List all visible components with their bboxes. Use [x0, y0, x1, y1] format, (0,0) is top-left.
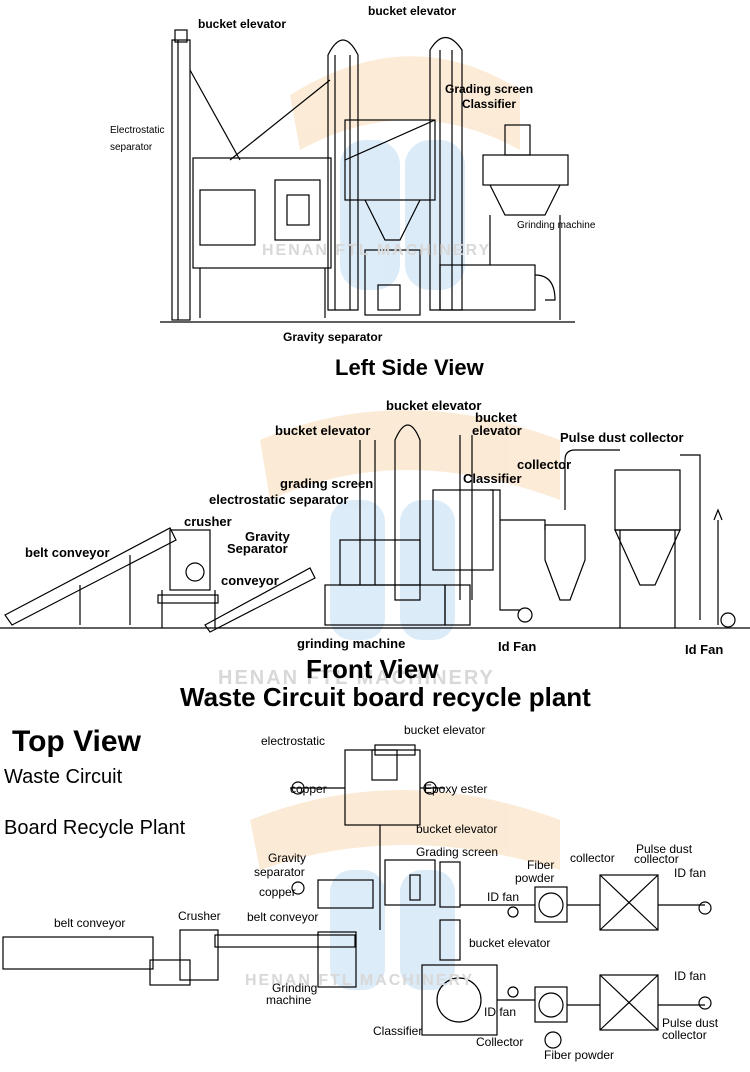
label-pulse-dust: Pulse dust [636, 842, 693, 856]
bucket-elevator-shape [171, 39, 191, 321]
label-epoxy-ester: Epoxy ester [424, 782, 488, 796]
label-id-fan: Id Fan [498, 639, 537, 654]
label-electrostatic: Electrostatic [110, 125, 165, 136]
label-gravity-separator: Gravity separator [283, 330, 383, 344]
cyclone-collector-shape [544, 524, 586, 601]
label-gravity: Gravity [268, 851, 307, 865]
label-fiber-powder: Fiber powder [544, 1048, 615, 1062]
grading-screen-shape [384, 859, 436, 906]
label-gravity: Gravity [245, 529, 290, 544]
front-view-subtitle: Waste Circuit board recycle plant [180, 682, 591, 712]
label-id-fan: Id Fan [685, 642, 724, 657]
label-crusher: crusher [184, 514, 232, 529]
label-collector: collector [517, 457, 572, 472]
label-fiber: Fiber [527, 858, 555, 872]
label-bucket: bucket [475, 410, 517, 425]
label-pulse-dust: Pulse dust [662, 1016, 719, 1030]
label-id-fan: ID fan [487, 890, 520, 904]
label-powder: powder [515, 871, 555, 885]
front-view-drawing [0, 424, 750, 633]
label-collector: collector [662, 1028, 707, 1042]
pulse-dust-collector-shape [614, 469, 681, 531]
label-separator: separator [110, 142, 153, 153]
belt-conveyor-shape [4, 527, 177, 626]
electrostatic-separator-shape [192, 157, 332, 269]
top-view-subtitle-2: Board Recycle Plant [4, 817, 186, 839]
crusher-shape [169, 529, 211, 591]
label-bucket-elevator-left: bucket elevator [275, 423, 371, 438]
watermark: HENAN FTL MACHINERY [262, 242, 492, 259]
background-logo [250, 56, 560, 990]
pulse-dust-collector-top-1 [599, 874, 659, 931]
label-id-fan: ID fan [674, 969, 707, 983]
label-classifier: Classifier [463, 471, 522, 486]
top-view-drawing [2, 744, 712, 1049]
front-view-title: Front View [306, 654, 439, 684]
label-crusher: Crusher [178, 909, 221, 923]
label-id-fan: ID fan [674, 866, 707, 880]
label-classifier: Classifier [462, 97, 517, 111]
grinding-machine-shape [482, 154, 569, 186]
label-collector: Collector [476, 1035, 524, 1049]
label-conveyor: conveyor [221, 573, 279, 588]
label-belt-conveyor: belt conveyor [54, 916, 126, 930]
label-bucket-elevator-top: bucket elevator [386, 398, 482, 413]
label-grading-screen: Grading screen [416, 845, 499, 859]
label-grinding: Grinding [272, 981, 318, 995]
label-grading-screen: Grading screen [445, 82, 534, 96]
gravity-separator-shape [317, 879, 374, 909]
top-view-subtitle-1: Waste Circuit [4, 766, 123, 788]
label-machine: machine [266, 993, 312, 1007]
label-grinding-machine: grinding machine [297, 636, 406, 651]
label-pulse-dust-collector: Pulse dust collector [560, 430, 684, 445]
left-side-view-drawing [160, 29, 575, 323]
label-bucket-elevator: bucket elevator [416, 822, 498, 836]
label-belt-conveyor: belt conveyor [247, 910, 319, 924]
top-view-title: Top View [12, 725, 141, 758]
label-copper: copper [259, 885, 296, 899]
label-separator: separator [254, 865, 305, 879]
label-grading-screen: grading screen [280, 476, 374, 491]
label-copper: copper [290, 782, 327, 796]
label-electrostatic-separator: electrostatic separator [209, 492, 349, 507]
label-electrostatic: electrostatic [261, 734, 326, 748]
center-elevator-shape [327, 39, 359, 311]
left-side-view-title: Left Side View [335, 355, 484, 380]
label-belt-conveyor: belt conveyor [25, 545, 110, 560]
label-bucket-elevator: bucket elevator [469, 936, 551, 950]
label-bucket-elevator: bucket elevator [198, 17, 287, 31]
label-classifier: Classifier [373, 1024, 423, 1038]
label-collector: collector [570, 851, 615, 865]
pulse-dust-collector-top-2 [599, 974, 659, 1031]
label-bucket-elevator: bucket elevator [368, 4, 457, 18]
label-collector: collector [634, 852, 679, 866]
watermark: HENAN FTL MACHINERY [245, 972, 475, 989]
watermark: HENAN FTL MACHINERY [218, 667, 495, 689]
top-belt-conveyor-shape [2, 936, 154, 970]
label-grinding-machine: Grinding machine [517, 220, 596, 231]
label-bucket-elevator: bucket elevator [404, 723, 486, 737]
label-elevator: elevator [472, 423, 522, 438]
label-id-fan: ID fan [484, 1005, 517, 1019]
label-separator: Separator [227, 541, 288, 556]
